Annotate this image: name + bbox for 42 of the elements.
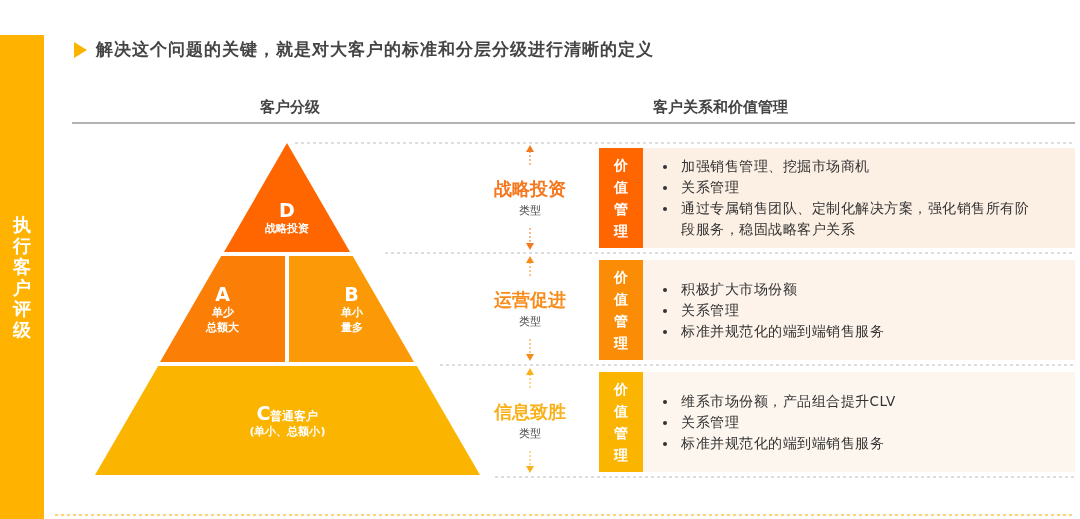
tag-label: 价值管理 [614,268,628,353]
tag-label: 价值管理 [614,156,628,241]
value-tag [599,372,643,472]
type-name: 战略投资 [494,177,566,201]
bullet-text: 关系管理 [681,300,739,320]
tag-label: 价值管理 [614,380,628,465]
content-panel [643,148,1075,248]
bullet-text: 维系市场份额，产品组合提升CLV [681,391,896,411]
column-heading: 客户关系和价值管理 [651,98,789,117]
pyramid-section [160,256,285,362]
bullet-text: 加强销售管理、挖掘市场商机 [681,157,870,176]
tier-letter: C [256,402,271,424]
side-band [0,35,44,519]
tier-label: 单小 [340,305,363,320]
tier-label: 总额大 [206,320,239,335]
bullet-text: 标准并规范化的端到端销售服务 [681,433,884,453]
tier-label: 量多 [340,320,363,335]
type-caption: 类型 [519,314,541,329]
bullet-text: 标准并规范化的端到端销售服务 [681,321,884,341]
heading-text: 解决这个问题的关键，就是对大客户的标准和分层分级进行清晰的定义 [96,38,654,61]
tier-letter: D [279,199,295,221]
content-panel [643,260,1075,360]
value-tag [599,260,643,360]
bullet-text: 通过专属销售团队、定制化解决方案，强化销售所有阶段服务，稳固战略客户关系 [681,199,1030,239]
value-tag [599,148,643,248]
type-caption: 类型 [519,203,541,218]
type-name: 信息致胜 [494,400,566,424]
bullet-text: 关系管理 [681,412,739,432]
bullet-text: 关系管理 [681,178,739,197]
tier-letter: B [344,283,359,305]
band-label: 执行客户评级 [13,214,31,340]
type-caption: 类型 [519,426,541,441]
tier-label: (单小、总额小) [249,424,326,439]
bullet-text: 积极扩大市场份额 [681,279,797,299]
pyramid-section [289,256,414,362]
content-panel [643,372,1075,472]
tier-label: 战略投资 [265,221,309,236]
column-heading: 客户分级 [259,98,321,117]
tier-label: 普通客户 [270,409,319,424]
tier-label: 单少 [211,305,234,320]
type-name: 运营促进 [494,288,566,312]
tier-letter: A [215,283,230,305]
